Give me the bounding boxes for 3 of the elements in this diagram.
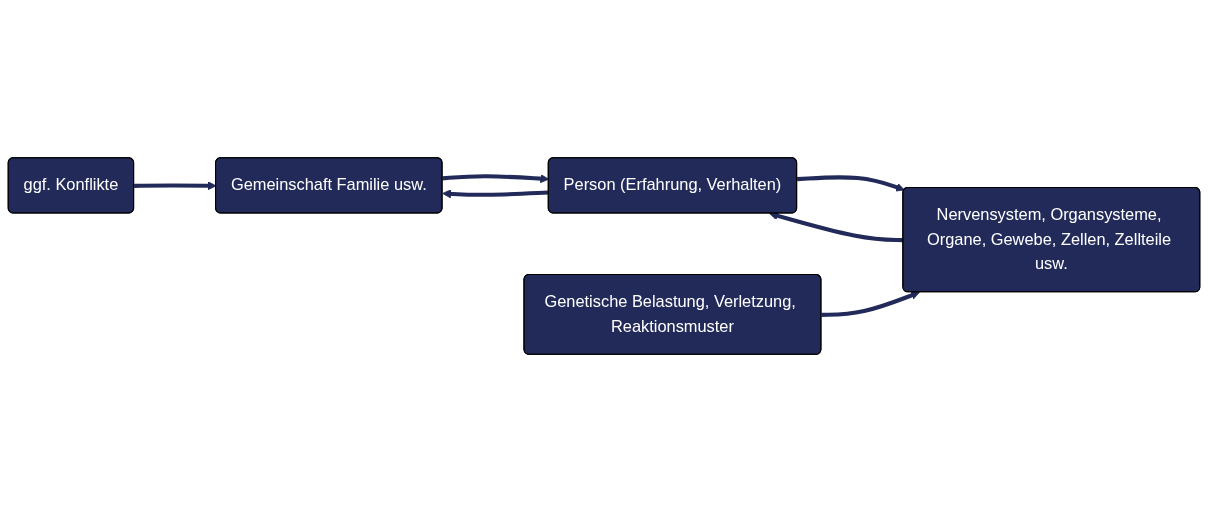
arrow [821, 291, 920, 317]
arrow [442, 189, 549, 199]
arrow [797, 175, 905, 192]
